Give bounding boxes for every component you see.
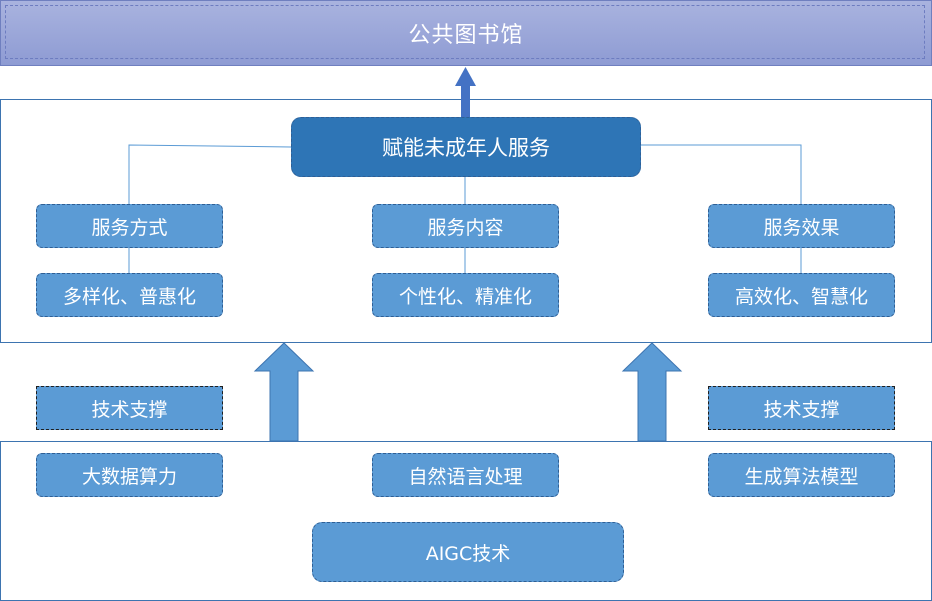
connector-right (640, 144, 802, 204)
tech-item-big-data: 大数据算力 (36, 453, 223, 497)
category-connectors (128, 144, 802, 273)
arrow-shaft (461, 84, 470, 118)
top-banner-inner-border (5, 5, 925, 59)
support-arrow-left (253, 342, 315, 442)
top-title: 公共图书馆 (408, 23, 524, 48)
main-to-top-arrow (455, 67, 476, 118)
category-box-method: 服务方式 (36, 204, 223, 248)
top-banner (0, 0, 932, 66)
support-label-right: 技术支撑 (708, 386, 895, 430)
category-value-method: 多样化、普惠化 (36, 273, 223, 317)
category-value-content: 个性化、精准化 (372, 273, 559, 317)
aigc-core-box: AIGC技术 (312, 522, 624, 582)
tech-item-nlp: 自然语言处理 (372, 453, 559, 497)
category-box-content: 服务内容 (372, 204, 559, 248)
tech-item-generative-model: 生成算法模型 (708, 453, 895, 497)
category-box-effect: 服务效果 (708, 204, 895, 248)
support-arrow-right (621, 342, 683, 442)
support-label-left: 技术支撑 (36, 386, 223, 430)
main-service-box: 赋能未成年人服务 (291, 117, 641, 177)
category-value-effect: 高效化、智慧化 (708, 273, 895, 317)
connector-left (128, 144, 292, 204)
arrow-head (455, 67, 476, 86)
